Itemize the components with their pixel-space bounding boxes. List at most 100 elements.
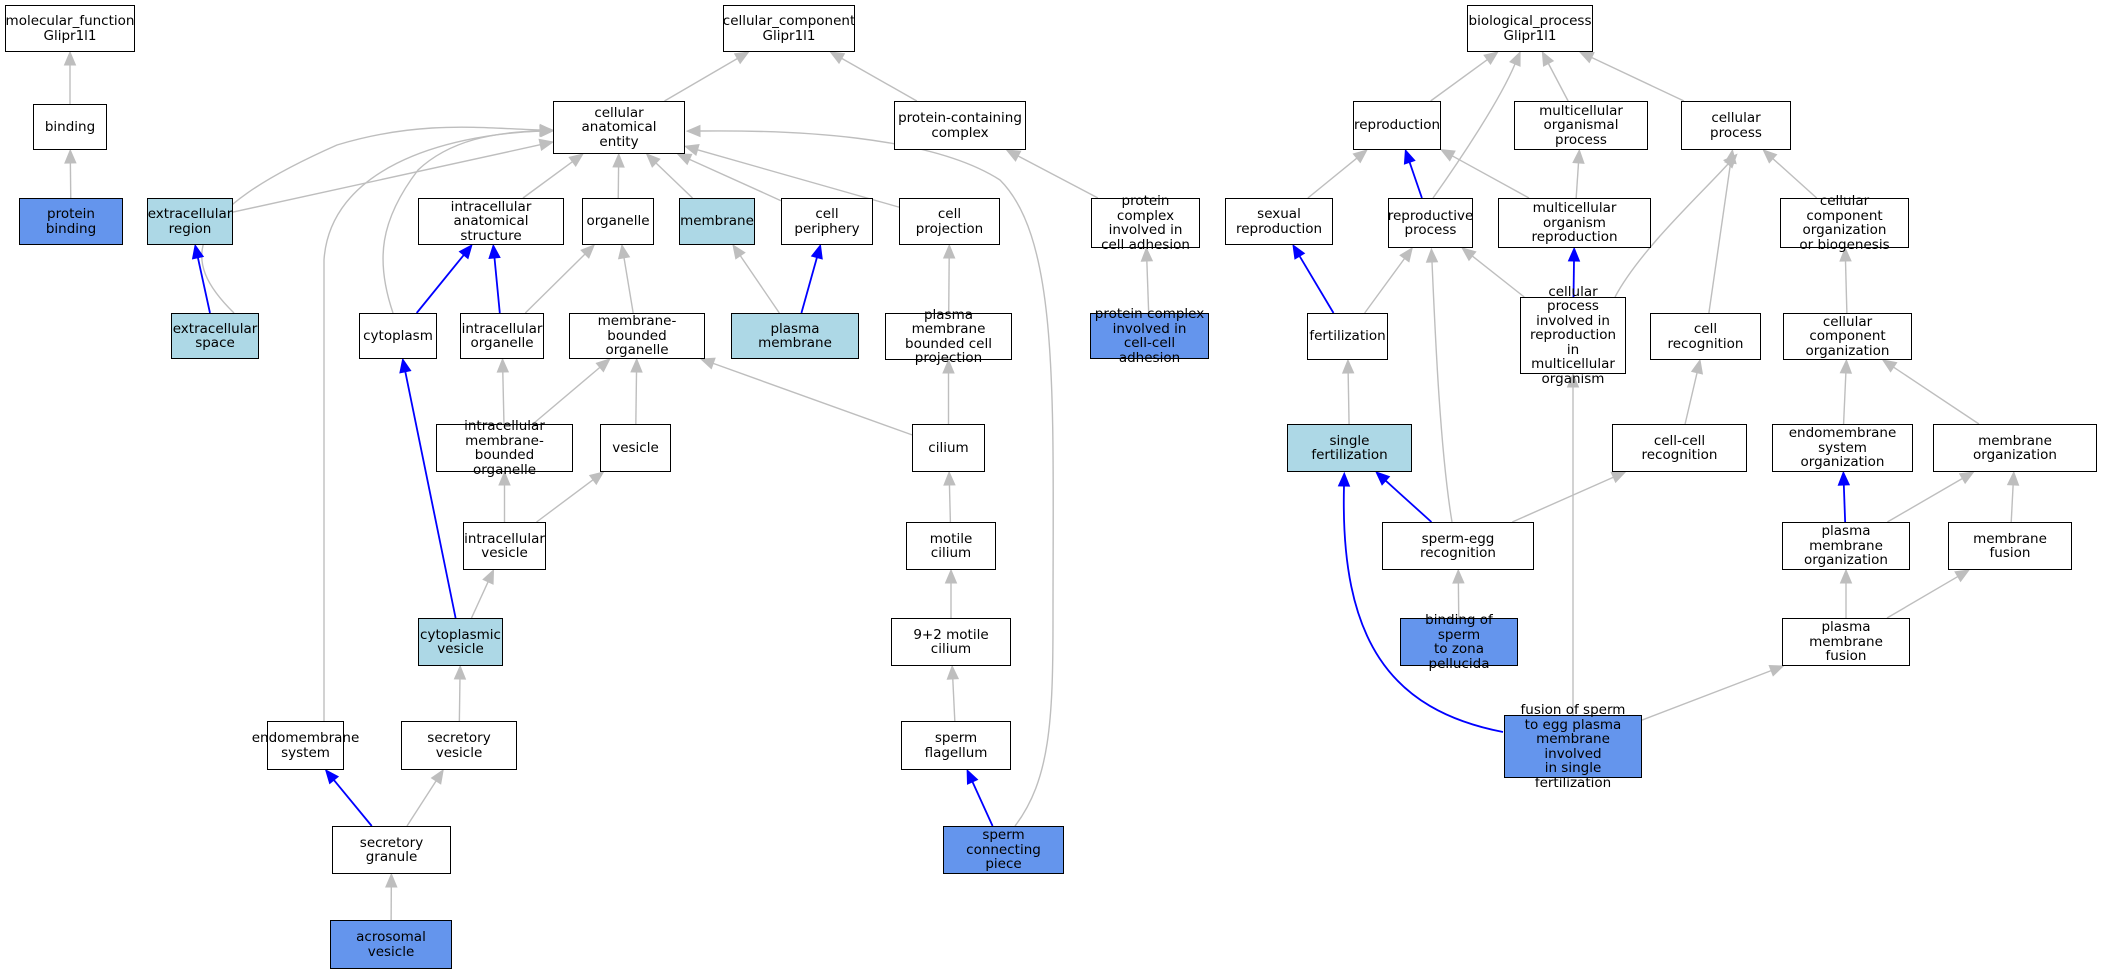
node-motile-cilium[interactable]: motile cilium: [906, 522, 996, 570]
node-plasma-membrane-fusion[interactable]: plasma membrane fusion: [1782, 618, 1910, 666]
node-extracellular-space[interactable]: extracellular space: [171, 313, 259, 359]
arrowhead: [324, 769, 340, 785]
node-organelle[interactable]: organelle: [582, 198, 654, 245]
node-protein-complex-cell-adhesion[interactable]: protein complex involved in cell adhesio…: [1091, 194, 1200, 252]
node-plasma-membrane-organization[interactable]: plasma membrane organization: [1782, 522, 1910, 570]
arrowhead: [1566, 372, 1580, 388]
node-cellular-component-organization-or-biogenesis[interactable]: cellular component organization or bioge…: [1780, 194, 1909, 252]
node-membrane[interactable]: membrane: [679, 198, 755, 245]
edge-is_a-cc_org_biogenesis-to-cellular_process: [1762, 149, 1818, 199]
node-cellular-anatomical-entity[interactable]: cellular anatomical entity: [553, 101, 685, 154]
node-sperm-connecting-piece[interactable]: sperm connecting piece: [943, 826, 1064, 874]
arrowhead: [1572, 148, 1585, 164]
node-fertilization[interactable]: fertilization: [1307, 313, 1388, 360]
edge-is_a-protein_binding-to-binding: [64, 148, 77, 199]
node-fusion-of-sperm-to-egg-plasma-membrane[interactable]: fusion of sperm to egg plasma membrane i…: [1504, 703, 1642, 790]
edge-part_of-sperm_egg_recognition-to-single_fertilization: [1375, 471, 1433, 523]
node-intracellular-membrane-bounded-organelle[interactable]: intracellular membrane-bounded organelle: [436, 419, 573, 477]
arrowhead: [191, 243, 205, 260]
edge-is_a-cell_periphery-to-cae: [676, 153, 782, 202]
edge-is_a-organelle-to-cae: [612, 152, 625, 199]
edge-part_of-sperm_connecting_piece-to-sperm_flagellum: [966, 768, 994, 827]
edge-is_a-intra_mb_organelle-to-intracellular_organelle: [496, 357, 510, 425]
node-acrosomal-vesicle[interactable]: acrosomal vesicle: [330, 920, 452, 969]
edge-is_a-binding-to-mf_root: [63, 50, 77, 104]
edge-is_a-membrane_fusion-to-membrane_org: [2006, 470, 2020, 523]
arrowhead: [1352, 149, 1368, 164]
arrowhead: [1509, 50, 1521, 67]
node-cellular-component[interactable]: cellular_component Glipr1l1: [723, 5, 855, 52]
node-protein-complex-cell-cell-adhesion[interactable]: protein complex involved in cell-cell ad…: [1090, 307, 1209, 365]
node-membrane-bounded-organelle[interactable]: membrane-bounded organelle: [569, 313, 705, 359]
node-membrane-fusion[interactable]: membrane fusion: [1948, 522, 2072, 570]
node-sexual-reproduction[interactable]: sexual reproduction: [1225, 198, 1333, 245]
node-sperm-egg-recognition[interactable]: sperm-egg recognition: [1382, 522, 1534, 570]
edge-is_a-cellular_process-to-bp_root: [1578, 51, 1685, 102]
node-endomembrane-system-organization[interactable]: endomembrane system organization: [1772, 424, 1913, 472]
node-binding-of-sperm-to-zona-pellucida[interactable]: binding of sperm to zona pellucida: [1400, 613, 1518, 671]
edge-is_a-pm_organization-to-membrane_org: [1887, 471, 1975, 523]
node-secretory-granule[interactable]: secretory granule: [332, 826, 451, 874]
edge-is_a-multicellular_org_reproduction-to-multicellular_organismal_process: [1572, 148, 1585, 199]
node-cellular-component-organization[interactable]: cellular component organization: [1783, 313, 1912, 360]
node-cell-cell-recognition[interactable]: cell-cell recognition: [1612, 424, 1747, 472]
arrowhead: [482, 568, 495, 585]
node-protein-binding[interactable]: protein binding: [19, 198, 123, 245]
edge-is_a-pc_cell_adhesion-to-pcc: [1005, 149, 1099, 199]
node-vesicle[interactable]: vesicle: [600, 424, 671, 472]
edge-is_a-sperm_egg_recognition-to-reproductive_process: [1425, 247, 1453, 523]
edge-is_a-pm_bounded_projection-to-cell_projection: [942, 243, 956, 314]
node-reproduction[interactable]: reproduction: [1353, 101, 1441, 150]
edge-is_a-pc_cc_adhesion-to-pc_cell_adhesion: [1140, 246, 1154, 314]
node-reproductive-process[interactable]: reproductive process: [1388, 198, 1473, 248]
node-biological-process[interactable]: biological_process Glipr1l1: [1467, 5, 1593, 52]
arrowhead: [685, 124, 701, 138]
node-multicellular-organismal-process[interactable]: multicellular organismal process: [1514, 101, 1648, 150]
node-binding[interactable]: binding: [33, 104, 107, 150]
node-cilium[interactable]: cilium: [912, 424, 985, 472]
node-cellular-process[interactable]: cellular process: [1681, 101, 1791, 150]
node-plasma-membrane[interactable]: plasma membrane: [731, 313, 859, 359]
node-multicellular-organism-reproduction[interactable]: multicellular organism reproduction: [1498, 198, 1651, 248]
node-cytoplasmic-vesicle[interactable]: cytoplasmic vesicle: [418, 618, 503, 666]
edge-is_a-fusion_sperm_egg-to-cp_reproduction: [1566, 372, 1580, 715]
arrowhead: [1724, 148, 1737, 165]
node-sperm-flagellum[interactable]: sperm flagellum: [901, 721, 1011, 770]
arrowhead: [829, 51, 846, 65]
edge-is_a-plasma_membrane-to-membrane: [732, 243, 780, 314]
node-membrane-organization[interactable]: membrane organization: [1933, 424, 2097, 472]
node-plasma-membrane-bounded-cell-projection[interactable]: plasma membrane bounded cell projection: [885, 307, 1012, 365]
edge-is_a-intracellular_anat-to-cae: [522, 153, 584, 199]
arrowhead: [683, 143, 700, 156]
node-secretory-vesicle[interactable]: secretory vesicle: [401, 721, 517, 770]
edge-is_a-membrane_org-to-cc_organization: [1881, 359, 1980, 425]
arrowhead: [1483, 51, 1499, 66]
edge-part_of-pm_organization-to-endomembrane_org: [1837, 470, 1851, 523]
arrowhead: [63, 50, 77, 66]
node-endomembrane-system[interactable]: endomembrane system: [252, 721, 359, 770]
edge-is_a-multicellular_organismal_process-to-bp_root: [1541, 50, 1569, 102]
node-extracellular-region[interactable]: extracellular region: [147, 198, 233, 245]
node-cell-projection[interactable]: cell projection: [899, 198, 1000, 245]
edge-is_a-cp_reproduction-to-reproductive_process: [1461, 247, 1525, 298]
arrowhead: [1439, 149, 1456, 162]
arrowhead: [453, 664, 467, 680]
node-cellular-process-reproduction-multicellular[interactable]: cellular process involved in reproductio…: [1520, 285, 1626, 386]
node-single-fertilization[interactable]: single fertilization: [1287, 424, 1412, 472]
node-cell-periphery[interactable]: cell periphery: [781, 198, 873, 245]
node-protein-containing-complex[interactable]: protein-containing complex: [894, 101, 1026, 150]
edge-is_a-reproductive_process-to-bp_root: [1432, 50, 1521, 199]
edge-part_of-intracellular_organelle-to-intracellular_anat: [488, 243, 501, 314]
node-intracellular-anatomical-structure[interactable]: intracellular anatomical structure: [418, 198, 564, 245]
node-cell-recognition[interactable]: cell recognition: [1650, 313, 1761, 360]
edge-is_a-reproduction-to-bp_root: [1430, 51, 1499, 102]
arrowhead: [580, 244, 596, 259]
node-9-2-motile-cilium[interactable]: 9+2 motile cilium: [891, 618, 1011, 666]
arrowhead: [966, 768, 979, 785]
node-intracellular-vesicle[interactable]: intracellular vesicle: [463, 522, 546, 570]
edge-is_a-sexual_reproduction-to-reproduction: [1307, 149, 1368, 199]
node-cytoplasm[interactable]: cytoplasm: [359, 313, 437, 359]
node-molecular-function[interactable]: molecular_function Glipr1l1: [5, 5, 135, 52]
edge-part_of-reproductive_process-to-reproduction: [1403, 148, 1423, 199]
node-intracellular-organelle[interactable]: intracellular organelle: [460, 313, 544, 359]
